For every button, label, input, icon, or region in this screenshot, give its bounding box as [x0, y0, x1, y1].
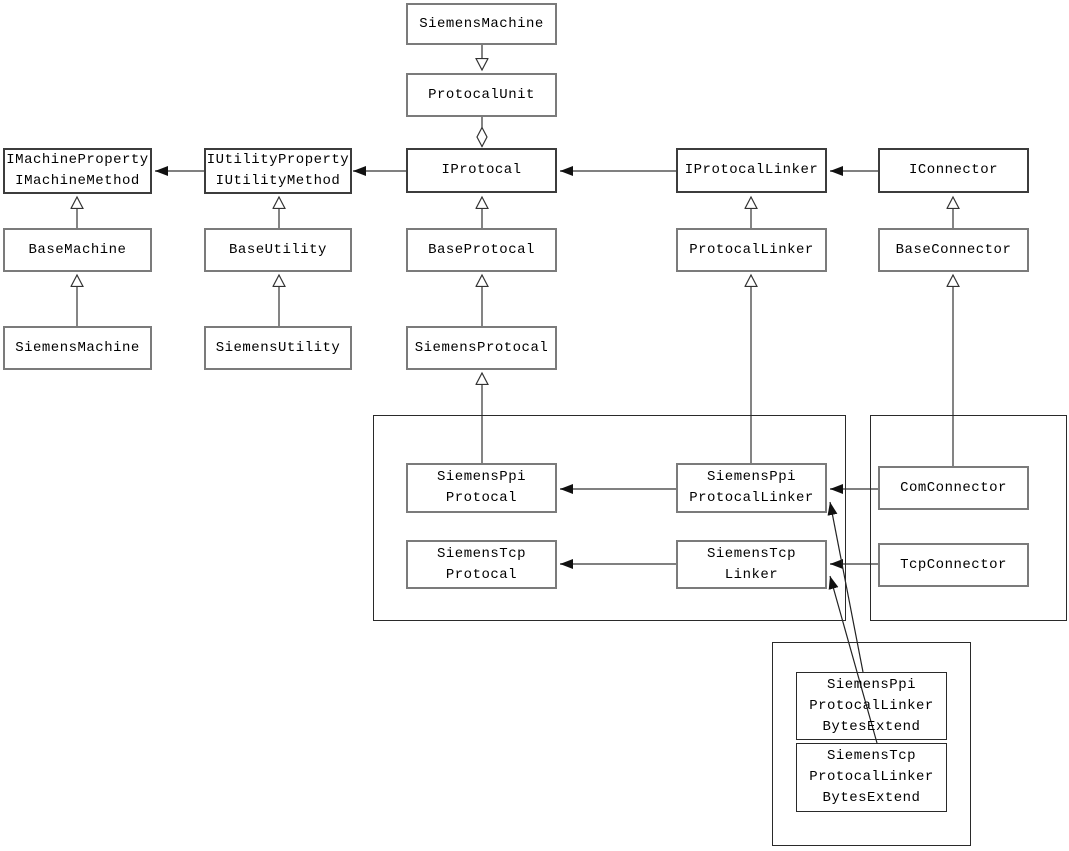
interface-imachineproperty: IMachineProperty IMachineMethod — [3, 148, 152, 194]
class-baseconnector: BaseConnector — [878, 228, 1029, 272]
class-baseutility: BaseUtility — [204, 228, 352, 272]
class-siemensmachine: SiemensMachine — [3, 326, 152, 370]
interface-iconnector: IConnector — [878, 148, 1029, 193]
class-siemensprotocal: SiemensProtocal — [406, 326, 557, 370]
interface-iprotocallinker: IProtocalLinker — [676, 148, 827, 193]
bytes-extend-group-container — [772, 642, 971, 846]
class-comconnector: ComConnector — [878, 466, 1029, 510]
class-baseprotocal: BaseProtocal — [406, 228, 557, 272]
class-tcpconnector: TcpConnector — [878, 543, 1029, 587]
connector-group-container — [870, 415, 1067, 621]
class-siemensppiprotocallinkerbytesextend: SiemensPpi ProtocalLinker BytesExtend — [796, 672, 947, 740]
interface-iutilityproperty: IUtilityProperty IUtilityMethod — [204, 148, 352, 194]
class-protocallinker: ProtocalLinker — [676, 228, 827, 272]
class-basemachine: BaseMachine — [3, 228, 152, 272]
class-siemensmachine-top: SiemensMachine — [406, 3, 557, 45]
edge-ppibytesextend-to-ppilinker — [827, 501, 864, 673]
interface-iprotocal: IProtocal — [406, 148, 557, 193]
class-siemenstcplinker: SiemensTcp Linker — [676, 540, 827, 589]
generalization-edges — [77, 45, 953, 466]
class-protocalunit: ProtocalUnit — [406, 73, 557, 117]
class-siemensppiprotocal: SiemensPpi Protocal — [406, 463, 557, 513]
class-siemensutility: SiemensUtility — [204, 326, 352, 370]
edge-tcpbytesextend-to-tcplinker — [828, 575, 878, 744]
protocal-group-container — [373, 415, 846, 621]
class-siemenstcpprotocallinkerbytesextend: SiemensTcp ProtocalLinker BytesExtend — [796, 743, 947, 812]
bytes-extend-edges — [827, 501, 878, 744]
class-siemenstcpprotocal: SiemensTcp Protocal — [406, 540, 557, 589]
class-siemensppiprotocallinker: SiemensPpi ProtocalLinker — [676, 463, 827, 513]
